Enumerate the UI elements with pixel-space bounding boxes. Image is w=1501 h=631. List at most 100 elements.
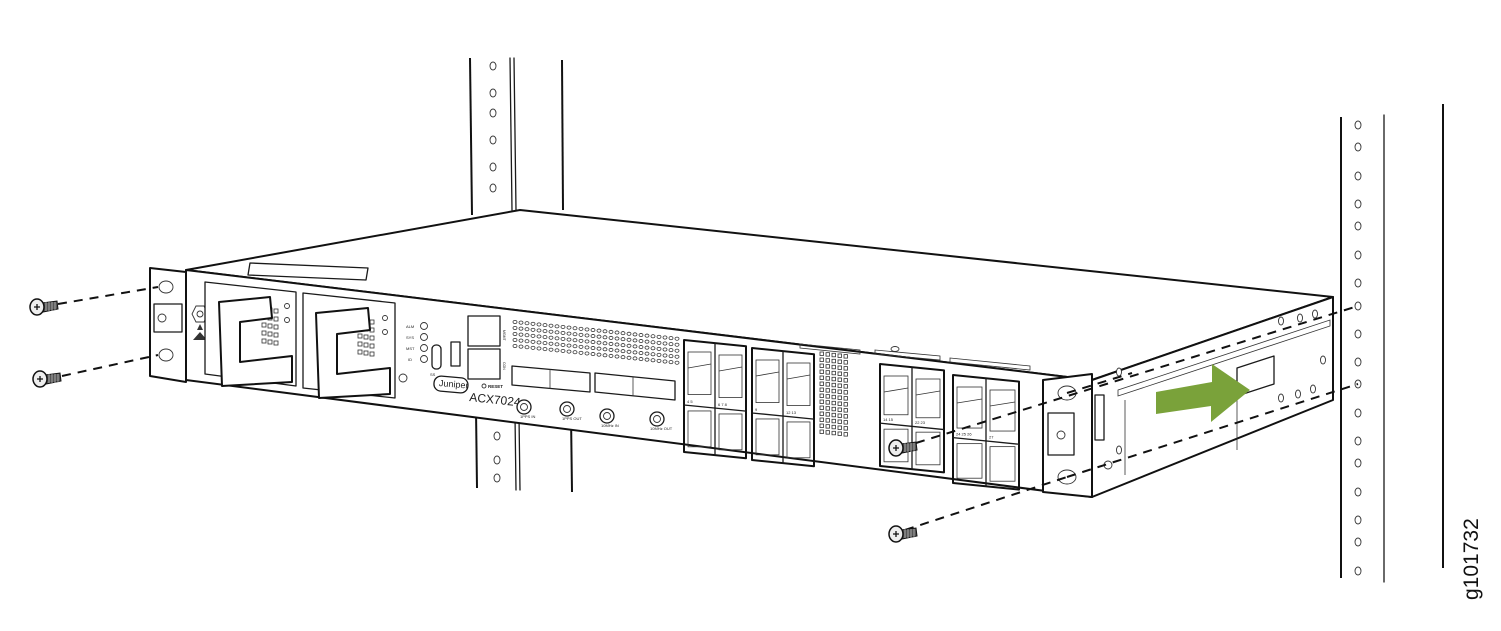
vent-hole: [831, 418, 836, 424]
psu-handle-1[interactable]: [218, 296, 293, 387]
vent-hole: [530, 321, 536, 326]
vent-hole: [608, 329, 614, 334]
front-vent-pattern: [512, 319, 848, 437]
vent-hole: [825, 430, 830, 435]
sfp-port[interactable]: [915, 378, 941, 419]
vent-hole: [638, 333, 644, 338]
mounting-screw[interactable]: [32, 370, 62, 388]
vent-hole: [638, 357, 644, 362]
vent-hole: [819, 381, 824, 386]
sfp-port[interactable]: [989, 446, 1016, 482]
port-number-label: 9: [755, 407, 758, 412]
sfp-port[interactable]: [687, 410, 712, 448]
usb-c-port[interactable]: [431, 344, 442, 370]
vent-hole: [584, 339, 590, 344]
psu-handle-2[interactable]: [315, 307, 391, 399]
vent-hole: [548, 335, 554, 340]
vent-hole: [620, 343, 626, 348]
vent-hole: [837, 359, 842, 364]
vent-hole: [596, 346, 602, 351]
sfp-port[interactable]: [786, 421, 811, 459]
vent-hole: [819, 429, 824, 434]
sfp-port[interactable]: [718, 354, 743, 398]
vent-hole: [831, 406, 836, 412]
vent-hole: [608, 347, 614, 352]
vent-hole: [825, 394, 830, 399]
mgmt-label: MGMT: [502, 330, 506, 342]
vent-hole: [819, 369, 824, 374]
model-name: ACX7024: [469, 390, 522, 409]
vent-hole: [512, 319, 518, 324]
sfp-cage-2-3[interactable]: [594, 372, 676, 401]
vent-hole: [536, 328, 542, 333]
vent-hole: [524, 327, 530, 332]
vent-hole: [843, 432, 848, 437]
reset-button[interactable]: [481, 383, 487, 389]
mounting-screw[interactable]: [888, 525, 918, 543]
vent-hole: [620, 331, 626, 336]
sfp-port[interactable]: [956, 386, 983, 429]
vent-hole: [843, 414, 848, 419]
grounding-area: [191, 305, 209, 340]
vent-hole: [542, 341, 548, 346]
vent-hole: [656, 346, 662, 351]
vent-hole: [614, 348, 620, 353]
connector-1pps-out[interactable]: 1PPS OUT: [559, 401, 582, 421]
vent-hole: [548, 347, 554, 352]
mounting-screw[interactable]: [29, 298, 59, 316]
usb-a-port[interactable]: [450, 341, 461, 367]
vent-hole: [644, 345, 650, 350]
vent-hole: [578, 350, 584, 355]
vent-hole: [638, 345, 644, 350]
sfp-cage-0-1[interactable]: [511, 365, 591, 393]
vent-hole: [566, 337, 572, 342]
vent-hole: [644, 339, 650, 344]
vent-hole: [668, 342, 674, 347]
vent-hole: [548, 329, 554, 334]
vent-hole: [825, 406, 830, 411]
vent-hole: [518, 320, 524, 325]
vent-hole: [837, 383, 842, 388]
vent-hole: [518, 326, 524, 331]
juniper-logo: [433, 375, 469, 394]
sfp-port[interactable]: [718, 413, 743, 451]
connector-1pps-in[interactable]: 1PPS IN: [516, 399, 535, 419]
vent-hole: [837, 365, 842, 370]
vent-hole: [536, 340, 542, 345]
sfp-port[interactable]: [956, 443, 983, 479]
vent-hole: [819, 411, 824, 416]
sfp-port[interactable]: [687, 351, 712, 395]
vent-hole: [548, 323, 554, 328]
sfp-port[interactable]: [883, 375, 909, 416]
connector-10mhz-in[interactable]: 10MHz IN: [599, 408, 619, 428]
mounting-screw[interactable]: [888, 439, 918, 457]
sfp-port[interactable]: [786, 362, 811, 406]
power-supply-1: [204, 281, 297, 387]
vent-hole: [819, 375, 824, 380]
connector-10mhz-out[interactable]: 10MHz OUT: [649, 411, 673, 431]
vent-hole: [602, 347, 608, 352]
vent-hole: [536, 346, 542, 351]
right-mounting-ear: [1042, 373, 1105, 498]
vent-hole: [530, 327, 536, 332]
vent-hole: [632, 332, 638, 337]
timing-connectors: 1PPS IN 1PPS OUT 10MHz IN 10MHz OUT: [516, 399, 673, 431]
vent-hole: [825, 400, 830, 405]
vent-hole: [626, 343, 632, 348]
console-port[interactable]: [467, 348, 501, 380]
vent-hole: [843, 408, 848, 413]
sfp-port[interactable]: [755, 418, 780, 456]
sfp-port[interactable]: [989, 389, 1016, 432]
vent-hole: [554, 348, 560, 353]
led-alm: [420, 322, 428, 330]
vent-hole: [554, 336, 560, 341]
port-number-label: 6 7 8: [718, 402, 728, 407]
vent-hole: [843, 378, 848, 383]
vent-hole: [650, 340, 656, 345]
vent-hole: [656, 340, 662, 345]
vent-hole: [596, 352, 602, 357]
sfp-port[interactable]: [755, 359, 780, 403]
mgmt-port[interactable]: [467, 315, 501, 347]
control-panel: ALM SYS MST ID SS MGMT CON RESET Juniper…: [398, 315, 522, 409]
